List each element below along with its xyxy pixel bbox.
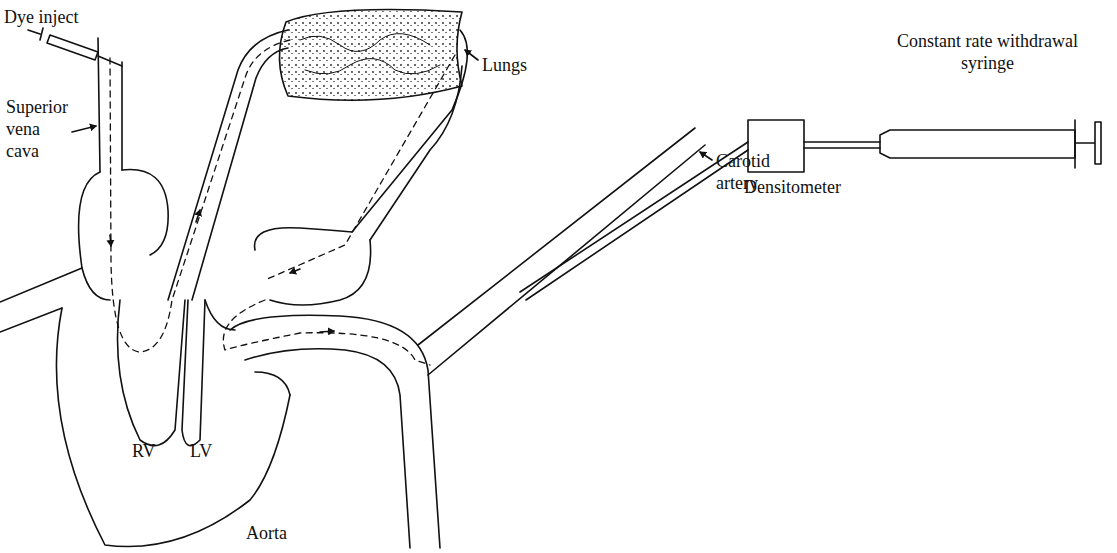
syringe-label: Constant rate withdrawal syringe	[880, 30, 1095, 74]
leader-line	[465, 50, 478, 60]
vessel-label: Aorta	[246, 522, 316, 544]
vessel-label: Superior vena cava	[6, 96, 74, 162]
vena-cava-wall	[121, 62, 123, 170]
lungs-label: Lungs	[482, 54, 552, 76]
septum	[182, 300, 205, 446]
leader-line	[72, 126, 96, 132]
dye-flow-path	[110, 40, 455, 365]
catheter-tube	[520, 142, 748, 300]
dye-label: Dye inject	[4, 6, 114, 28]
pulmonary-artery	[168, 30, 288, 300]
lungs	[279, 10, 462, 101]
chamber-label: RV	[132, 440, 172, 462]
carotid-artery	[418, 128, 695, 345]
pulmonary-vein	[352, 30, 467, 232]
left-atrium	[255, 228, 352, 250]
dye-syringe	[28, 28, 122, 66]
chamber-label: LV	[190, 440, 230, 462]
right-atrium	[79, 172, 100, 268]
vena-cava-wall	[98, 38, 100, 172]
aorta	[230, 315, 440, 548]
heart-outline	[56, 308, 290, 547]
instrument-label: Densitometer	[744, 176, 874, 198]
withdrawal-syringe	[880, 130, 1075, 158]
leader-line	[700, 152, 712, 160]
